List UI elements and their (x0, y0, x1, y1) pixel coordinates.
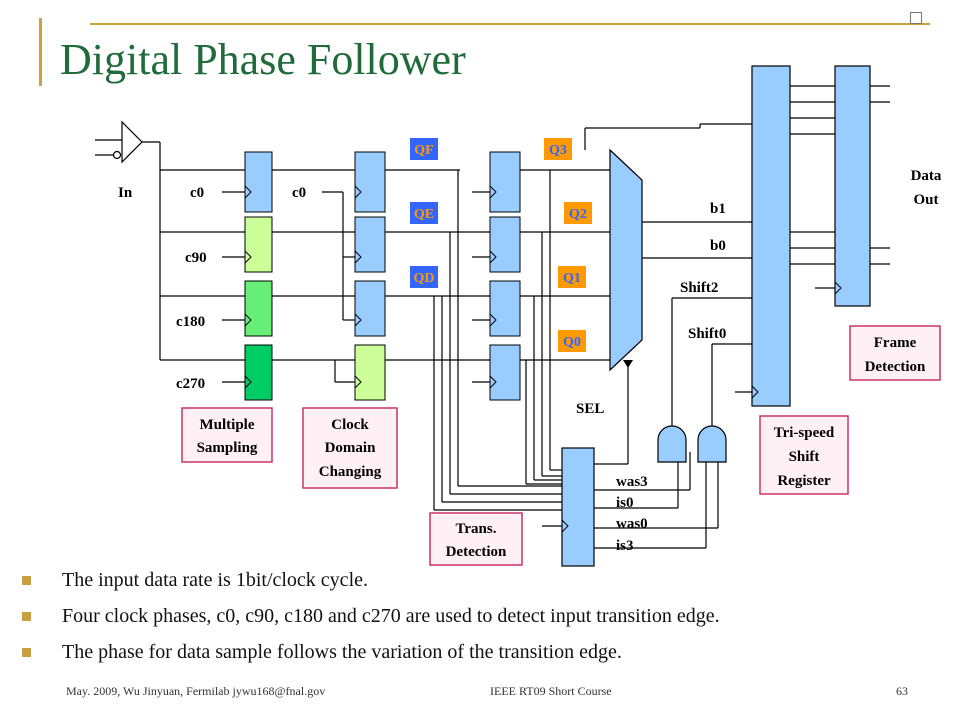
trans-clock-icon (561, 519, 569, 533)
frame-detection-block (834, 65, 871, 307)
multiple-sampling-line1: Multiple (200, 417, 255, 433)
clock-domain-line1: Clock (331, 417, 369, 433)
bullet-square-icon (22, 612, 31, 621)
bullet-text: The input data rate is 1bit/clock cycle. (62, 569, 368, 591)
label-is0: is0 (616, 495, 634, 511)
trans-detection-line2: Detection (446, 544, 507, 560)
box-frame-detection (849, 325, 941, 381)
title-rule (90, 23, 930, 25)
label-c0-a: c0 (190, 185, 204, 201)
label-c270: c270 (176, 376, 205, 392)
clock-domain-line2: Domain (325, 440, 376, 456)
label-shift2: Shift2 (680, 280, 718, 296)
bullet-list: The input data rate is 1bit/clock cycle.… (22, 568, 922, 676)
bullet-item: The input data rate is 1bit/clock cycle. (22, 568, 922, 604)
tri-speed-line3: Register (777, 473, 831, 489)
signal-labels: In c0 c0 c90 c180 c270 b1 b0 Shift2 Shif… (118, 168, 942, 554)
function-boxes: Multiple Sampling Clock Domain Changing … (181, 325, 941, 566)
box-tri-speed (759, 415, 849, 495)
qe-tag (410, 202, 438, 224)
label-shift0: Shift0 (688, 326, 726, 342)
label-qf: QF (414, 143, 433, 158)
bullet-square-icon (22, 576, 31, 585)
frame-detection-line2: Detection (865, 359, 926, 375)
label-c180: c180 (176, 314, 205, 330)
input-inverter-bubble (112, 150, 122, 160)
slide-title: Digital Phase Follower (60, 35, 466, 84)
bullet-text: The phase for data sample follows the va… (62, 641, 622, 663)
footer-author: May. 2009, Wu Jinyuan, Fermilab jywu168@… (66, 684, 326, 698)
q0-tag (558, 330, 586, 352)
label-was0: was0 (616, 516, 648, 532)
clock-domain-line3: Changing (319, 464, 382, 480)
label-c0-b: c0 (292, 185, 306, 201)
phase-follower-diagram: In c0 c0 c90 c180 c270 b1 b0 Shift2 Shif… (95, 65, 942, 567)
box-multiple-sampling (181, 407, 273, 463)
label-q0: Q0 (563, 335, 581, 350)
q1-tag (558, 266, 586, 288)
corner-square (910, 12, 922, 24)
box-trans-detection (429, 512, 523, 566)
frame-detection-line1: Frame (874, 335, 917, 351)
sel-arrow-icon (623, 360, 633, 368)
bullet-square-icon (22, 648, 31, 657)
wires (95, 85, 890, 549)
shift-register-clock-icon (751, 385, 759, 399)
bullet-text: Four clock phases, c0, c90, c180 and c27… (62, 605, 720, 627)
q-labels: QF QE QD Q3 Q2 Q1 Q0 (410, 138, 592, 352)
label-q3: Q3 (549, 143, 567, 158)
label-is3: is3 (616, 538, 634, 554)
label-in: In (118, 185, 133, 201)
label-c90: c90 (185, 250, 207, 266)
multiple-sampling-line2: Sampling (197, 440, 258, 456)
tri-speed-line1: Tri-speed (774, 425, 835, 441)
page-number: 63 (896, 684, 908, 698)
stage3-flipflops (489, 151, 521, 401)
trans-detection-block (561, 447, 595, 567)
label-sel: SEL (576, 401, 604, 417)
qf-tag (410, 138, 438, 160)
label-q2: Q2 (569, 207, 587, 222)
trans-detection-line1: Trans. (456, 521, 497, 537)
box-clock-domain (302, 407, 398, 489)
shift-register-block (751, 65, 791, 407)
q3-tag (544, 138, 572, 160)
bullet-item: The phase for data sample follows the va… (22, 640, 922, 676)
label-q1: Q1 (563, 271, 581, 286)
q2-tag (564, 202, 592, 224)
label-qd: QD (414, 271, 435, 286)
input-buffer-icon (121, 120, 143, 164)
tri-speed-line2: Shift (789, 449, 820, 465)
footer-course: IEEE RT09 Short Course (490, 684, 612, 698)
label-qe: QE (414, 207, 434, 222)
label-b1: b1 (710, 201, 726, 217)
and-gate-shift0-icon (697, 425, 727, 463)
bullet-item: Four clock phases, c0, c90, c180 and c27… (22, 604, 922, 640)
label-was3: was3 (616, 474, 648, 490)
clock-domain-flipflops (354, 151, 386, 401)
qd-tag (410, 266, 438, 288)
sampling-flipflops (244, 151, 273, 401)
label-data: Data (911, 168, 942, 184)
and-gate-shift2-icon (657, 425, 687, 463)
multiplexer-block (609, 148, 643, 372)
frame-detection-clock-icon (834, 281, 842, 295)
label-b0: b0 (710, 238, 726, 254)
title-accent-bar (39, 18, 42, 86)
label-out: Out (913, 192, 938, 208)
